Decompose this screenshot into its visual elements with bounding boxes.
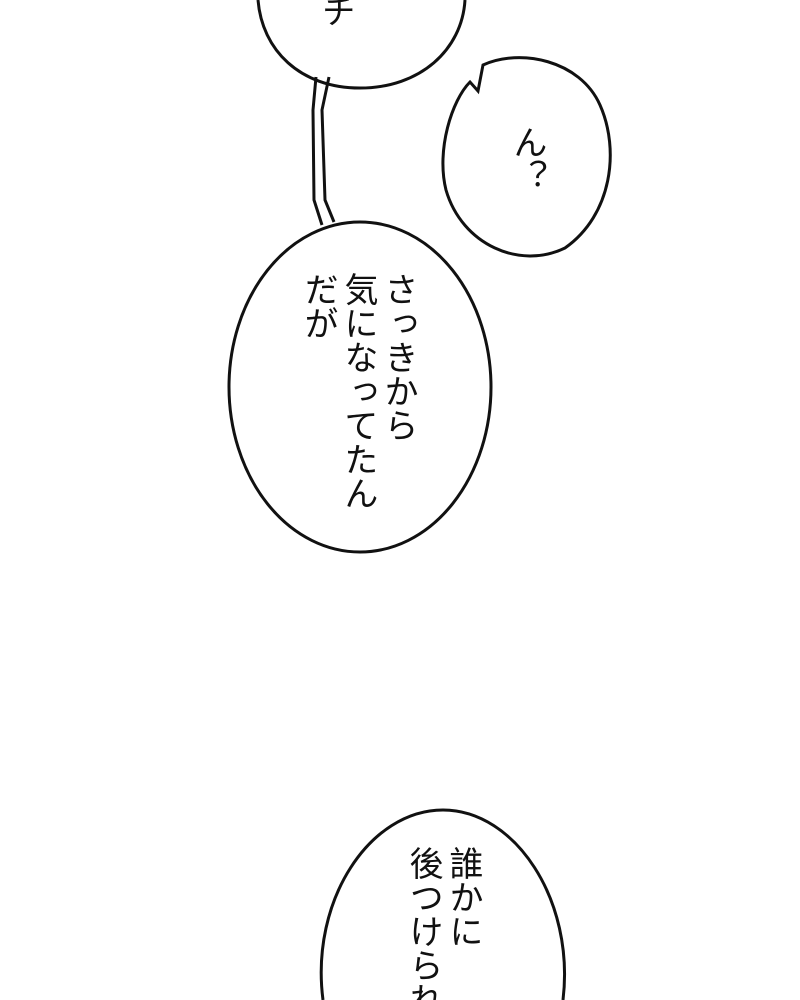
speech-bubble-top-outline [256,0,467,90]
bubble-connector [311,76,336,226]
speech-bubble-large-line2: 気になってたん [338,272,378,510]
speech-bubble-small-outline [441,56,612,258]
speech-bubble-large-outline [227,220,493,554]
speech-bubble-large-line1: さっきから [378,272,418,442]
speech-bubble-bottom: 誰かに 後つけられ [319,808,566,1000]
speech-bubble-large-line3: だが [298,272,338,340]
speech-bubble-bottom-line2: 後つけられ [403,846,443,1000]
speech-bubble-large: さっきから 気になってたん だが [227,220,493,554]
speech-bubble-bottom-line1: 誰かに [443,846,483,948]
speech-bubble-small: ん？ [441,56,612,258]
speech-bubble-top-text: チ [315,0,355,28]
speech-bubble-small-text: ん？ [507,125,547,193]
speech-bubble-top: チ [256,0,467,90]
speech-bubble-bottom-outline [319,808,566,1000]
